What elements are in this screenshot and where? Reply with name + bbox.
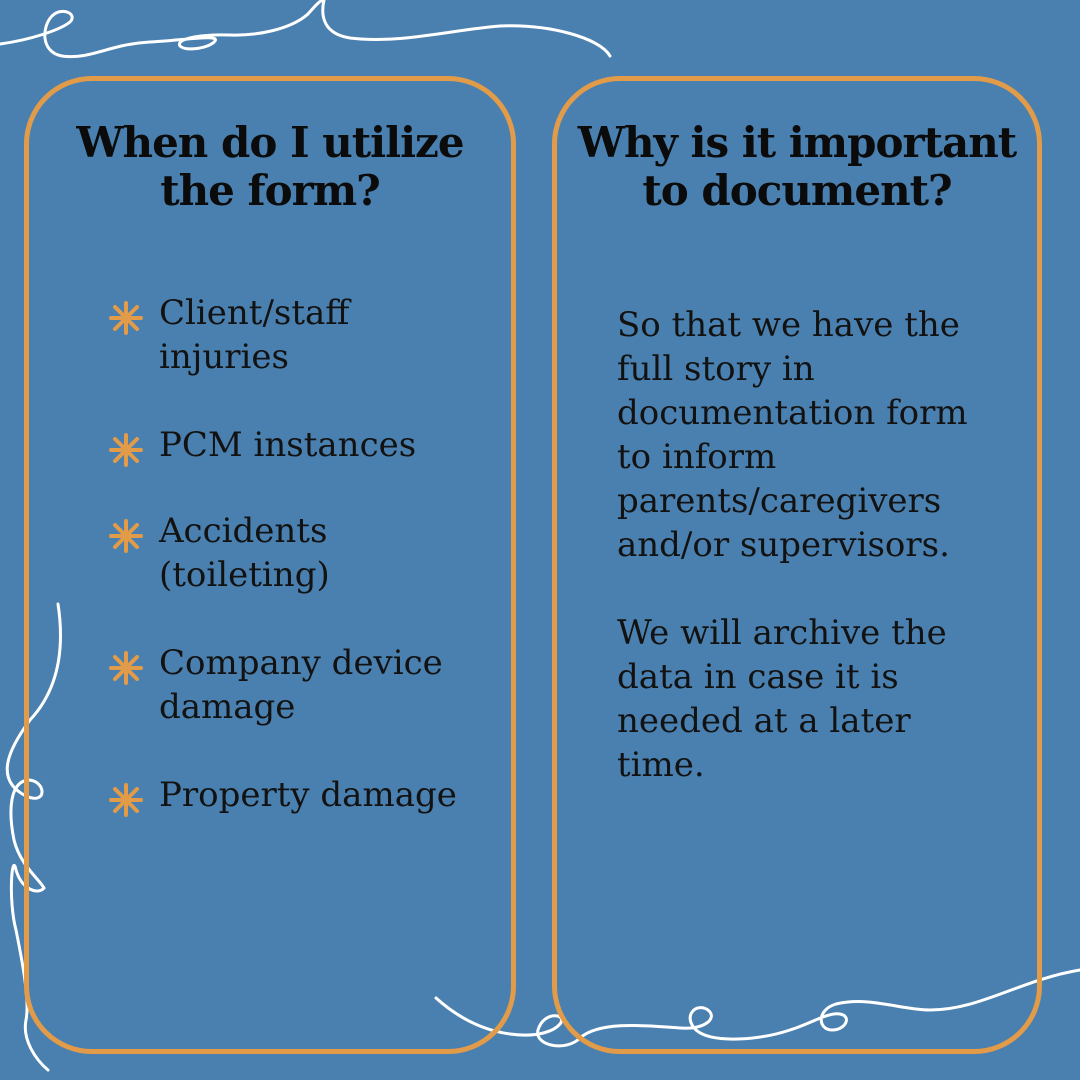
bullet-label: Accidents (toileting) [159, 511, 330, 595]
bullet-item-pcm-instances: PCM instances [109, 423, 469, 467]
asterisk-flower-icon [109, 783, 143, 817]
left-title-line-1: When do I utilize [76, 118, 464, 167]
bullet-label: PCM instances [159, 425, 417, 465]
asterisk-flower-icon [109, 433, 143, 467]
bullet-label: Property damage [159, 775, 457, 815]
left-title-line-2: the form? [160, 166, 381, 215]
left-card: When do I utilize the form? Client/staff… [24, 76, 516, 1054]
bullet-label: Client/staff injuries [159, 293, 350, 377]
right-card: Why is it important to document? So that… [552, 76, 1042, 1054]
right-title-line-2: to document? [642, 166, 952, 215]
asterisk-flower-icon [109, 301, 143, 335]
right-title-line-1: Why is it important [577, 118, 1017, 167]
reason-paragraph: So that we have the full story in docume… [617, 305, 968, 565]
bullet-label: Company device damage [159, 643, 443, 727]
bullet-item-client-staff-injuries: Client/staff injuries [109, 291, 469, 379]
bullet-item-accidents: Accidents (toileting) [109, 509, 469, 597]
left-card-title: When do I utilize the form? [29, 119, 511, 215]
swirl-top-left [0, 0, 612, 59]
bullet-item-property-damage: Property damage [109, 773, 469, 817]
right-card-title: Why is it important to document? [557, 119, 1037, 215]
asterisk-flower-icon [109, 651, 143, 685]
bullet-item-company-device-damage: Company device damage [109, 641, 469, 729]
asterisk-flower-icon [109, 519, 143, 553]
archive-paragraph: We will archive the data in case it is n… [617, 613, 947, 785]
